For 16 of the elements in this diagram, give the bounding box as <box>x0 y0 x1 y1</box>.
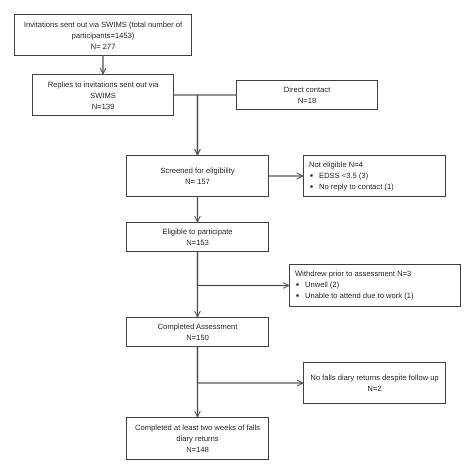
arrow <box>269 172 304 180</box>
process-box <box>126 317 269 347</box>
process-box <box>14 14 192 56</box>
process-box <box>303 155 446 197</box>
process-box <box>126 155 269 197</box>
process-box <box>126 222 269 252</box>
process-box <box>126 417 269 460</box>
arrow <box>196 347 304 386</box>
process-box <box>289 264 461 307</box>
arrow <box>196 252 290 289</box>
process-box <box>236 80 378 110</box>
arrow <box>194 197 201 222</box>
process-box <box>303 362 446 404</box>
process-box <box>32 74 174 116</box>
arrow <box>100 56 106 74</box>
arrow <box>194 94 236 156</box>
